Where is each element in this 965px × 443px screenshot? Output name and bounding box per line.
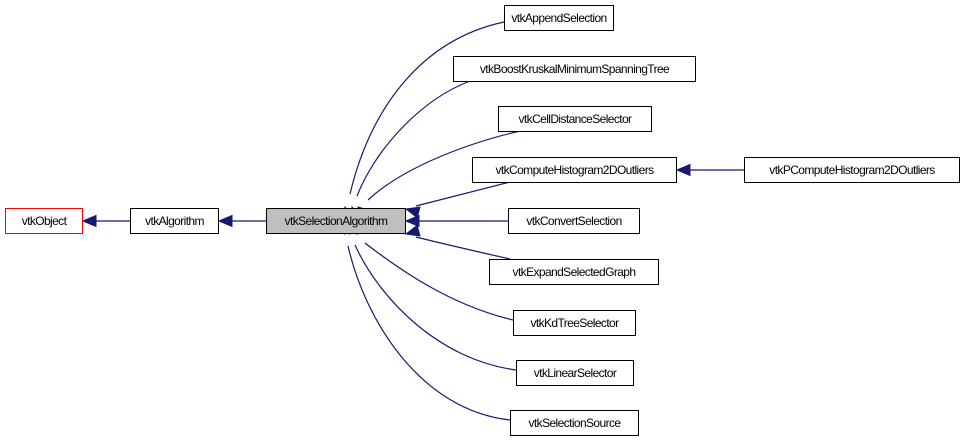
node-vtkobject[interactable]: vtkObject	[5, 208, 83, 234]
node-vtkselectionsource[interactable]: vtkSelectionSource	[510, 410, 639, 436]
edge-convert-to-selection-arrowhead-icon	[404, 214, 420, 228]
edge-celldist-to-selection	[367, 130, 521, 201]
node-vtkkdtreeselector[interactable]: vtkKdTreeSelector	[513, 310, 636, 336]
node-vtkappendselection[interactable]: vtkAppendSelection	[504, 5, 614, 31]
edge-expand-to-selection	[415, 236, 511, 260]
edge-expand-to-selection-arrowhead-icon	[404, 224, 421, 237]
node-vtklinearselector[interactable]: vtkLinearSelector	[516, 360, 634, 386]
edge-kdtree-to-selection	[364, 242, 514, 321]
node-vtkboostkruskalminimumspanningtree[interactable]: vtkBoostKruskalMinimumSpanningTree	[453, 56, 696, 82]
node-vtkexpandselectedgraph[interactable]: vtkExpandSelectedGraph	[489, 259, 659, 285]
edge-histogram-to-selection	[415, 181, 511, 207]
edge-histogram-to-selection-arrowhead-icon	[404, 206, 421, 219]
edge-selection-to-algorithm-arrowhead-icon	[217, 214, 233, 228]
node-vtkconvertselection[interactable]: vtkConvertSelection	[508, 208, 640, 234]
node-vtkcomputehistogram2doutliers[interactable]: vtkComputeHistogram2DOutliers	[472, 157, 677, 183]
edge-phistogram-to-histogram-arrowhead-icon	[675, 163, 691, 177]
node-vtkalgorithm[interactable]: vtkAlgorithm	[130, 208, 219, 234]
node-vtkselectionalgorithm: vtkSelectionAlgorithm	[266, 208, 406, 234]
edge-algorithm-to-object-arrowhead-icon	[81, 214, 97, 228]
edge-source-to-selection	[347, 245, 511, 421]
edge-boost-to-selection	[356, 80, 471, 197]
edge-linear-to-selection	[354, 244, 517, 371]
edge-append-to-selection	[349, 21, 505, 195]
node-vtkcelldistanceselector[interactable]: vtkCellDistanceSelector	[498, 106, 652, 132]
node-vtkpcomputehistogram2doutliers[interactable]: vtkPComputeHistogram2DOutliers	[744, 157, 960, 183]
